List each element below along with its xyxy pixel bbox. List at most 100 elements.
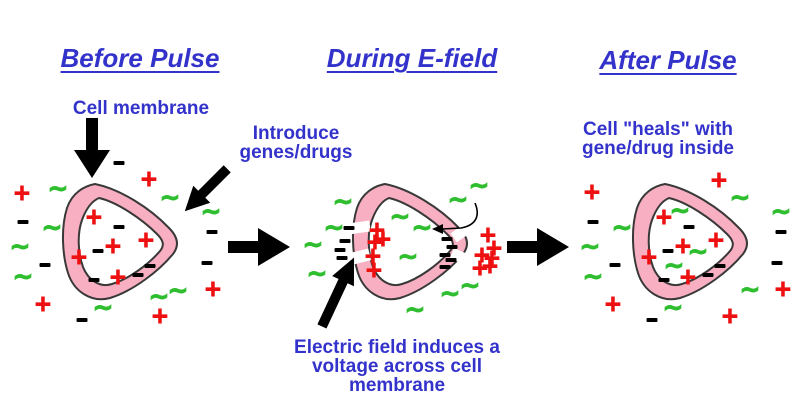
minus-charge: [587, 220, 599, 224]
gene-drug-tilde: ~: [404, 294, 426, 324]
minus-charge: [658, 278, 670, 282]
gene-drug-tilde: ~: [200, 196, 222, 226]
gene-drug-tilde: ~: [306, 258, 328, 288]
plus-charge: +: [480, 254, 500, 279]
label-introduce-line1: Introduce: [252, 123, 340, 144]
plus-charge: +: [709, 168, 729, 193]
plus-charge: +: [136, 228, 156, 253]
plus-charge: +: [678, 265, 698, 290]
label-heals-line2: gene/drug inside: [581, 138, 735, 159]
minus-charge: [646, 318, 658, 322]
plus-charge: +: [639, 245, 659, 270]
gene-drug-tilde: ~: [459, 270, 481, 300]
plus-charge: +: [12, 181, 32, 206]
plus-charge: +: [654, 205, 674, 230]
label-efield-line2: voltage across cell: [311, 356, 483, 377]
gene-drug-tilde: ~: [687, 236, 709, 266]
gene-drug-tilde: ~: [12, 261, 34, 291]
plus-charge: +: [367, 218, 387, 243]
minus-charge: [702, 273, 714, 277]
minus-charge: [113, 161, 125, 165]
gene-drug-tilde: ~: [148, 281, 170, 311]
cell-interior: [367, 196, 454, 286]
transition-arrow-2: [507, 228, 569, 266]
plus-charge: +: [373, 227, 393, 252]
gene-drug-tilde: ~: [302, 229, 324, 259]
minus-charge: [441, 237, 453, 241]
plus-charge: +: [69, 245, 89, 270]
gene-drug-tilde: ~: [47, 173, 69, 203]
title-after-pulse: After Pulse: [599, 45, 737, 75]
plus-charge: +: [582, 180, 602, 205]
cell-interior: [77, 196, 164, 286]
plus-charge: +: [33, 292, 53, 317]
membrane-pore: [449, 247, 478, 269]
plus-charge: +: [472, 243, 492, 268]
title-during-e-field: During E-field: [326, 43, 498, 73]
plus-charge: +: [365, 230, 385, 255]
minus-charge: [206, 230, 218, 234]
plus-charge: +: [103, 234, 123, 259]
minus-charge: [609, 263, 621, 267]
cell-before-pulse: [61, 182, 178, 301]
plus-charge: +: [603, 292, 623, 317]
title-before-pulse: Before Pulse: [60, 43, 220, 73]
minus-charge: [132, 273, 144, 277]
gene-drug-tilde: ~: [389, 201, 411, 231]
plus-charge: +: [720, 304, 740, 329]
minus-charge: [113, 225, 125, 229]
minus-charge: [446, 245, 458, 249]
gene-drug-tilde: ~: [397, 241, 419, 271]
plus-charge: +: [364, 258, 384, 283]
introduce-pointer-arrow: [184, 165, 231, 212]
gene-drug-tilde: ~: [323, 212, 345, 242]
plus-charge: +: [203, 277, 223, 302]
membrane-pore: [348, 220, 371, 235]
gene-drug-tilde: ~: [611, 212, 633, 242]
plus-charge: +: [84, 205, 104, 230]
gene-drug-tilde: ~: [770, 196, 792, 226]
gene-drug-tilde: ~: [167, 275, 189, 305]
minus-charge: [201, 261, 213, 265]
label-cell-membrane: Cell membrane: [72, 98, 210, 119]
minus-charge: [683, 225, 695, 229]
plus-charge: +: [773, 277, 793, 302]
minus-charge: [714, 264, 726, 268]
gene-drug-tilde: ~: [9, 231, 31, 261]
label-cell-heals: Cell "heals" with gene/drug inside: [582, 120, 734, 158]
minus-charge: [339, 239, 351, 243]
minus-charge: [343, 226, 355, 230]
gene-drug-tilde: ~: [92, 292, 114, 322]
minus-charge: [439, 265, 451, 269]
plus-charge: +: [484, 236, 504, 261]
label-introduce-genes-drugs: Introduce genes/drugs: [240, 124, 353, 162]
minus-charge: [775, 230, 787, 234]
gene-drug-tilde: ~: [669, 195, 691, 225]
minus-charge: [88, 278, 100, 282]
minus-charge: [439, 253, 451, 257]
minus-charge: [76, 318, 88, 322]
gene-drug-tilde: ~: [582, 261, 604, 291]
gene-entry-curved-arrow: [432, 202, 478, 234]
minus-charge: [17, 220, 29, 224]
label-efield-line1: Electric field induces a: [294, 337, 500, 358]
plus-charge: +: [470, 256, 490, 281]
plus-charge: +: [150, 304, 170, 329]
cell-interior: [647, 196, 734, 286]
minus-charge: [662, 249, 674, 253]
gene-drug-tilde: ~: [447, 184, 469, 214]
plus-charge: +: [363, 244, 383, 269]
minus-charge: [334, 248, 346, 252]
label-efield-line3: membrane: [348, 375, 446, 396]
minus-charge: [39, 263, 51, 267]
efield-pointer-arrow: [317, 257, 355, 329]
cell-after-pulse: [631, 182, 748, 301]
label-introduce-line2: genes/drugs: [239, 142, 353, 163]
gene-drug-tilde: ~: [739, 274, 761, 304]
gene-drug-tilde: ~: [729, 182, 751, 212]
transition-arrow-1: [228, 228, 290, 266]
gene-drug-tilde: ~: [663, 250, 685, 280]
cell-membrane-pointer-arrow: [74, 118, 110, 178]
